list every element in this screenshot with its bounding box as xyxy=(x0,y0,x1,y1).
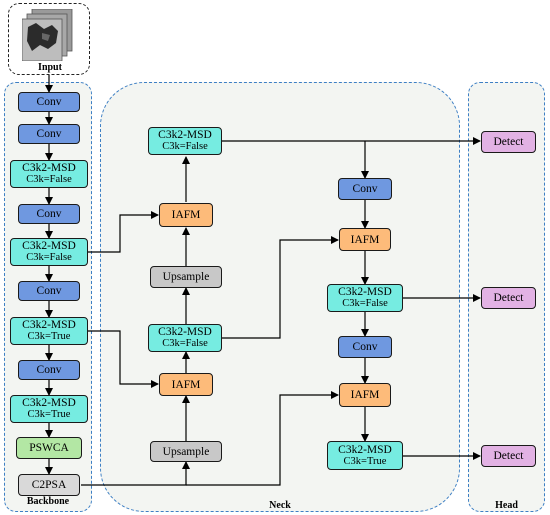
neck-upsample-1: Upsample xyxy=(150,266,222,288)
neck-iafm-3: IAFM xyxy=(339,228,391,251)
head-label: Head xyxy=(495,500,518,511)
input-block: Input xyxy=(8,3,90,75)
head-detect-2: Detect xyxy=(481,287,536,309)
backbone-conv-3: Conv xyxy=(18,204,80,224)
backbone-conv-1: Conv xyxy=(18,92,80,112)
backbone-conv-2: Conv xyxy=(18,124,80,144)
neck-iafm-2: IAFM xyxy=(159,373,213,396)
input-label: Input xyxy=(38,62,62,73)
neck-iafm-4: IAFM xyxy=(339,383,391,407)
head-detect-1: Detect xyxy=(481,131,536,153)
backbone-label: Backbone xyxy=(26,496,70,507)
neck-conv-a: Conv xyxy=(338,178,392,200)
backbone-conv-4: Conv xyxy=(18,281,80,301)
neck-upsample-2: Upsample xyxy=(150,441,222,462)
neck-iafm-1: IAFM xyxy=(159,203,213,227)
input-image-icon xyxy=(22,9,73,61)
backbone-conv-5: Conv xyxy=(18,360,80,380)
backbone-pswca: PSWCA xyxy=(16,437,82,459)
head-detect-3: Detect xyxy=(481,445,536,467)
neck-conv-b: Conv xyxy=(338,336,392,358)
backbone-c2psa: C2PSA xyxy=(18,474,80,496)
neck-label: Neck xyxy=(269,500,291,511)
